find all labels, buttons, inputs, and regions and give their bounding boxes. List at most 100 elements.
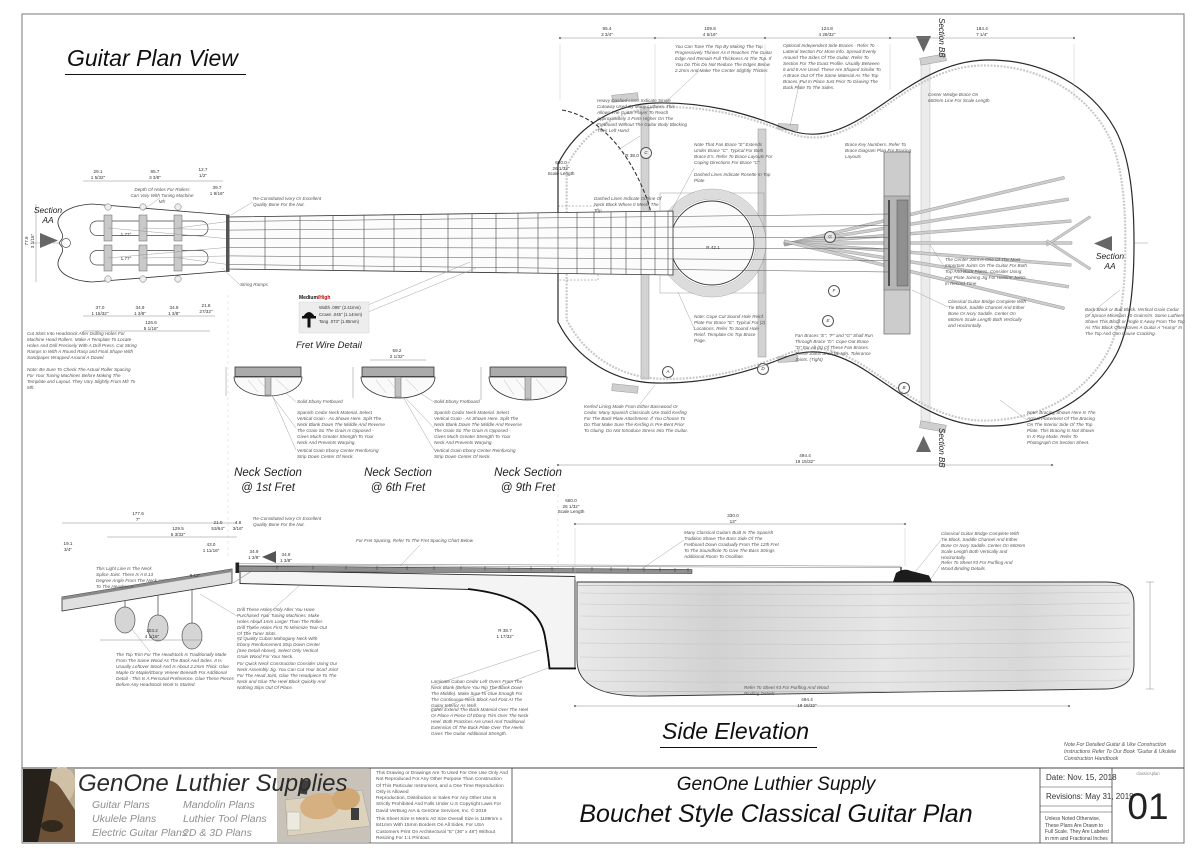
- note-neck-jig: For Quick Neck Construction Consider Usi…: [237, 661, 338, 691]
- note-tune-top: You Can Tune The Top By Making The Top P…: [675, 44, 773, 74]
- dim-head-bot-1: 37.0 1 15/32": [91, 305, 109, 316]
- titleblock-revisions: Revisions: May 31, 2019: [1046, 792, 1134, 801]
- neck-section-9-title: Neck Section @ 9th Fret: [494, 467, 562, 494]
- note-nut-side: Re-Constituted Ivory Or Excellent Qualit…: [253, 516, 322, 528]
- section-aa-right-label: Section AA: [1095, 251, 1125, 271]
- copyright-paragraph-3: This Sheet Size Is Metric A0 Size Overal…: [376, 817, 503, 842]
- dim-head-bot-3: 34.9 1 3/8": [168, 305, 180, 316]
- sheet-number: 01: [1127, 786, 1169, 827]
- plan-dimension-lines: [35, 36, 1076, 467]
- tie-block: [896, 199, 909, 287]
- logo-photo-right: [277, 769, 371, 842]
- section-aa-right-triangle: [1094, 236, 1112, 251]
- side-nut: [235, 562, 240, 573]
- dim-angle-roller-top: 1.77°: [120, 232, 132, 237]
- logo-title: GenOne Luthier Supplies: [78, 770, 348, 797]
- note-cope-cut: Note: Cope Cut Sound Hole Reinf. Plate F…: [694, 314, 766, 344]
- brace-letter-f: F: [828, 285, 840, 297]
- dim-r-hole: R 42.1: [706, 245, 720, 250]
- dim-head-top-4: 39.7 1 9/16": [209, 185, 225, 196]
- ns-note-strip-1: Vertical Grain Ebony Center Reinforcing …: [297, 448, 379, 460]
- titleblock-file-label: classicAplan: [1136, 771, 1160, 776]
- dim-head-top-2: 85.7 3 3/8": [149, 169, 161, 180]
- side-elevation: [61, 522, 1154, 708]
- logo-cat-electric: Electric Guitar Plans: [92, 827, 188, 839]
- logo-cat-tools: Luthier Tool Plans: [183, 813, 267, 825]
- side-marker-triangle: [262, 551, 276, 563]
- dim-plan-top-2: 109.8 4 5/16": [702, 26, 718, 37]
- wood-grain: [577, 585, 1134, 692]
- logo-cat-2d3d: 2D & 3D Plans: [183, 827, 252, 839]
- fretwire-grade-plain: Medium: [299, 295, 318, 301]
- note-purfling-upper: Refer To Sheet #3 For Purfling And Wood …: [941, 560, 1013, 572]
- note-laminate: Laminate Cuban Cedar Left Overs From The…: [431, 679, 523, 709]
- dim-r-heel: R 38.7 1 17/32": [496, 628, 514, 639]
- side-heel: [467, 588, 576, 670]
- note-roller-check: Note: Be Sure To Check The Actual Roller…: [27, 367, 136, 391]
- note-kerfed: Kerfed Lining Made From Either Basswood …: [584, 404, 689, 434]
- logo-cat-guitar: Guitar Plans: [92, 799, 150, 811]
- fretwire-detail-label: Fret Wire Detail: [296, 340, 362, 351]
- dim-side-349a: 34.9 1 3/8": [248, 549, 260, 560]
- note-nut-plan: Re-Constituted Ivory Or Excellent Qualit…: [253, 196, 322, 208]
- brace-letter-g: G: [824, 231, 836, 243]
- note-fret-spacing: For Fret Spacing, Refer To The Fret Spac…: [356, 538, 474, 543]
- note-back-block: Back Block or Butt Block. Vertical Grain…: [1085, 307, 1185, 337]
- section-bb-top-label: Section BB: [937, 18, 946, 58]
- book-note: Note For Detailed Guitar & Uke Construct…: [1064, 742, 1177, 763]
- dim-r-upper: R 38.0: [625, 153, 639, 158]
- side-body: [576, 581, 1135, 697]
- dim-plan-top-1: 95.4 3 3/4": [601, 26, 613, 37]
- dim-scale-length-side: 660.0 26 1/32" Scale Length: [557, 498, 585, 514]
- logo-cat-mandolin: Mandolin Plans: [183, 799, 255, 811]
- logo-photo-left: [23, 766, 76, 842]
- dim-side-head2: 129.5 5 3/32": [170, 526, 186, 537]
- note-center-joint: The Center Joint Is One Of The Most Impo…: [945, 257, 1027, 287]
- note-back-extend: Either Extend The Back Material Over The…: [431, 707, 529, 737]
- dim-side-191: 19.1 3/4": [63, 541, 73, 552]
- titleblock-scale-note: Unless Noted Otherwise, These Plans Are …: [1045, 816, 1109, 842]
- dim-angle-splice: 8.13°: [189, 573, 201, 578]
- dim-scale-length-plan: 660.0 26 1/32" Scale Length: [547, 160, 575, 176]
- note-cut-slots: Cut Slots Into Headstock After Drilling …: [27, 331, 137, 361]
- fretwire-spec-width: Width .095" (2.41mm): [319, 305, 361, 310]
- ns-note-cedar-2: Spanish Cedar Neck Material. Select Vert…: [434, 410, 522, 446]
- strings: [227, 213, 890, 273]
- section-aa-left-label: Section AA: [33, 205, 63, 225]
- rosette: [657, 188, 767, 298]
- dim-head-bot-4: 21.8 27/32": [199, 303, 213, 314]
- dim-angle-roller-bottom: 1.77°: [120, 256, 132, 261]
- plan-view-title: Guitar Plan View: [65, 45, 246, 75]
- nut: [226, 214, 230, 272]
- note-side-braces: Optional Independent Side Braces - Refer…: [783, 43, 881, 91]
- dim-plan-top-3: 124.8 4 29/32": [818, 26, 836, 37]
- note-top-trim: The Top Trim For The Headstock Is Tradit…: [116, 652, 234, 688]
- dim-head-bot-2: 34.9 1 3/8": [134, 305, 146, 316]
- dim-side-21: 21.0 53/64": [211, 520, 225, 531]
- section-aa-left-triangle: [40, 233, 58, 248]
- plan-bridge: [883, 151, 911, 335]
- brace-letter-d: D: [757, 363, 769, 375]
- ns-note-strip-2: Vertical Grain Ebony Center Reinforcing …: [434, 448, 516, 460]
- dim-head-bot-5: 126.6 5 1/16": [143, 320, 159, 331]
- note-neck-splice: This Light Line Is The Neck Splice Joint…: [96, 566, 157, 590]
- note-string-ramps: String Ramps: [240, 282, 268, 287]
- copyright-paragraph-2: Reproduction, Distribution or Sales For …: [376, 796, 502, 814]
- kerfed-lining: [565, 64, 1127, 422]
- dim-side-head-len: 177.6 7": [132, 511, 144, 522]
- fretwire-grade: Medium/High: [299, 295, 330, 301]
- body-outline: [557, 59, 1135, 427]
- strings-to-rollers: [107, 221, 229, 265]
- note-bridge-side: Classical Guitar Bridge Complete With Ti…: [941, 531, 1026, 561]
- dim-side-1032: 103.2 4 1/16": [144, 628, 160, 639]
- note-bass-shave: Many Classical Guitars Built In The Span…: [684, 530, 779, 560]
- note-center-wedge: Center Wedge Brace On 660mm Line For Sca…: [928, 92, 990, 104]
- brace-letter-b: B: [898, 382, 910, 394]
- dim-plan-top-4: 184.4 7 1/4": [976, 26, 988, 37]
- note-bridge-plan: Classical Guitar Bridge Complete With Ti…: [948, 299, 1027, 329]
- side-bridge: [893, 569, 932, 582]
- side-headstock: [61, 568, 233, 650]
- dim-head-top-1: 29.1 1 5/32": [90, 169, 106, 180]
- titleblock-date: Date: Nov. 15, 2018: [1046, 773, 1117, 782]
- note-dashed-outline: Dashed Lines Indicate Outline Of Neck Bl…: [594, 196, 662, 214]
